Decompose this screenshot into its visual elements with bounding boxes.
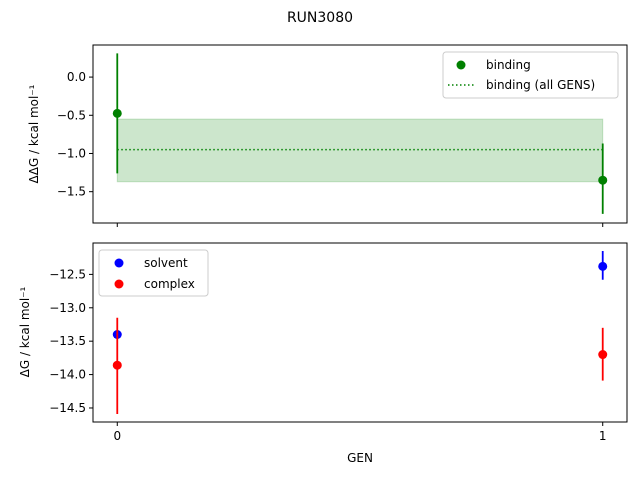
y-tick-label: −1.0: [57, 146, 86, 160]
x-tick-label: 0: [113, 429, 121, 443]
axes-frame: [92, 44, 628, 224]
legend-label: binding (all GENS): [486, 78, 595, 92]
legend-label: solvent: [144, 256, 188, 270]
legend: solvent complex: [98, 249, 209, 297]
y-tick-label: 0.0: [67, 70, 86, 84]
top-y-axis-label: ΔΔG / kcal mol⁻¹: [27, 84, 41, 183]
confidence-band: [116, 118, 604, 183]
chart-title: RUN3080: [287, 10, 353, 26]
legend-marker: [456, 60, 466, 70]
y-tick-label: −12.5: [49, 267, 86, 281]
axes-frame: [92, 242, 628, 423]
data-point-solvent: [598, 261, 608, 271]
legend-box: [442, 51, 619, 99]
x-axis-label: GEN: [347, 451, 373, 465]
y-tick-label: −1.5: [57, 185, 86, 199]
y-tick-label: −13.5: [49, 334, 86, 348]
legend: binding binding (all GENS): [442, 51, 619, 99]
data-point-binding: [598, 175, 608, 185]
bottom-y-axis-label: ΔG / kcal mol⁻¹: [18, 286, 32, 377]
data-point-complex: [598, 350, 608, 360]
data-point-binding: [112, 108, 122, 118]
y-tick-label: −13.0: [49, 301, 86, 315]
legend-label: complex: [144, 277, 195, 291]
legend-box: [98, 249, 209, 297]
y-tick-label: −0.5: [57, 108, 86, 122]
legend-marker: [114, 279, 124, 289]
y-tick-label: −14.0: [49, 368, 86, 382]
y-tick-label: −14.5: [49, 401, 86, 415]
bottom-panel: −12.5 −13.0 −13.5 −14.0 −14.5 0 1 solvent comple…: [49, 242, 628, 443]
legend-label: binding: [486, 58, 531, 72]
x-tick-label: 1: [599, 429, 607, 443]
data-point-complex: [112, 360, 122, 370]
top-panel: 0.0 −0.5 −1.0 −1.5 binding binding (all GENS): [57, 44, 628, 227]
legend-marker: [114, 258, 124, 268]
